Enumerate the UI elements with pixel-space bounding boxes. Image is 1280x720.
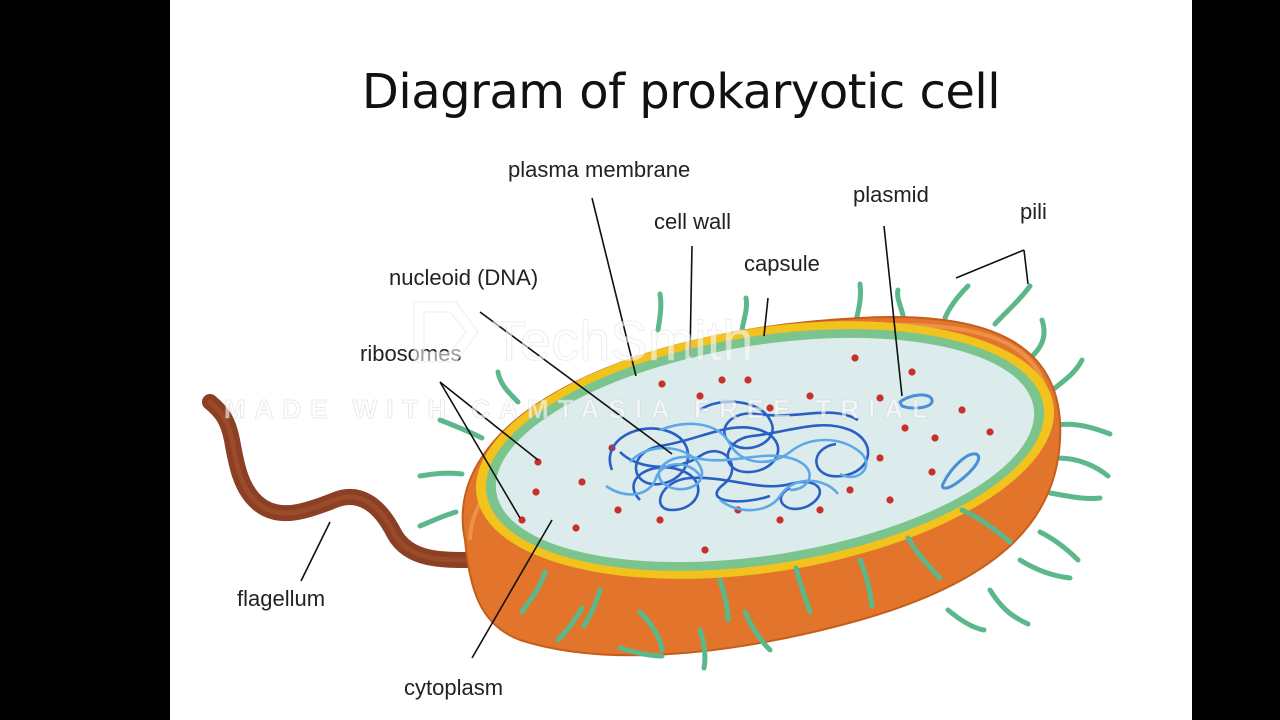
plasmids [898,393,980,490]
leader-lines [300,197,1029,659]
watermark-logo-icon [413,301,479,363]
label-flagellum: flagellum [237,586,325,611]
flagellum [202,394,478,568]
cytoplasm [495,337,1035,563]
watermark: TechSmith MADE WITH CAMTASIA FREE TRIAL [224,301,937,424]
nucleoid-dna [605,400,870,512]
label-capsule: capsule [744,251,820,276]
label-pili: pili [1020,199,1047,224]
label-nucleoid: nucleoid (DNA) [389,265,538,290]
pili-front-group [519,507,1013,671]
label-plasma-membrane: plasma membrane [508,157,690,182]
slide-title: Diagram of prokaryotic cell [361,64,1001,120]
label-cytoplasm: cytoplasm [404,675,503,700]
watermark-brand: TechSmith [492,309,753,372]
label-cell-wall: cell wall [654,209,731,234]
label-plasmid: plasmid [853,182,929,207]
watermark-strip: MADE WITH CAMTASIA FREE TRIAL [224,394,937,424]
